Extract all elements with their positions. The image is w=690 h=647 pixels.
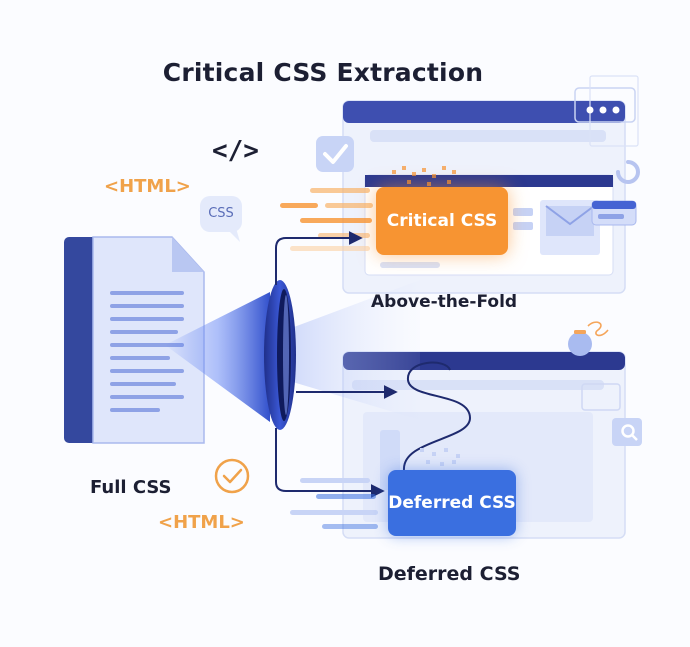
html-tag-bottom: <HTML> — [158, 512, 245, 533]
html-tag-top: <HTML> — [104, 176, 191, 197]
check-icon — [316, 136, 354, 172]
critical-css-card: Critical CSS — [376, 187, 508, 255]
envelope-icon — [592, 201, 636, 225]
code-icon: </> — [212, 136, 259, 166]
diagram-title: Critical CSS Extraction — [0, 58, 646, 87]
check-circle-icon — [216, 460, 248, 492]
deferred-css-card: Deferred CSS — [388, 470, 516, 536]
deferred-css-label: Deferred CSS — [378, 563, 520, 585]
lens-icon — [264, 280, 296, 430]
full-css-label: Full CSS — [90, 477, 171, 498]
above-the-fold-label: Above-the-Fold — [371, 292, 517, 312]
bulb-icon — [568, 322, 608, 356]
chat-bubble-icon: CSS — [200, 196, 242, 232]
